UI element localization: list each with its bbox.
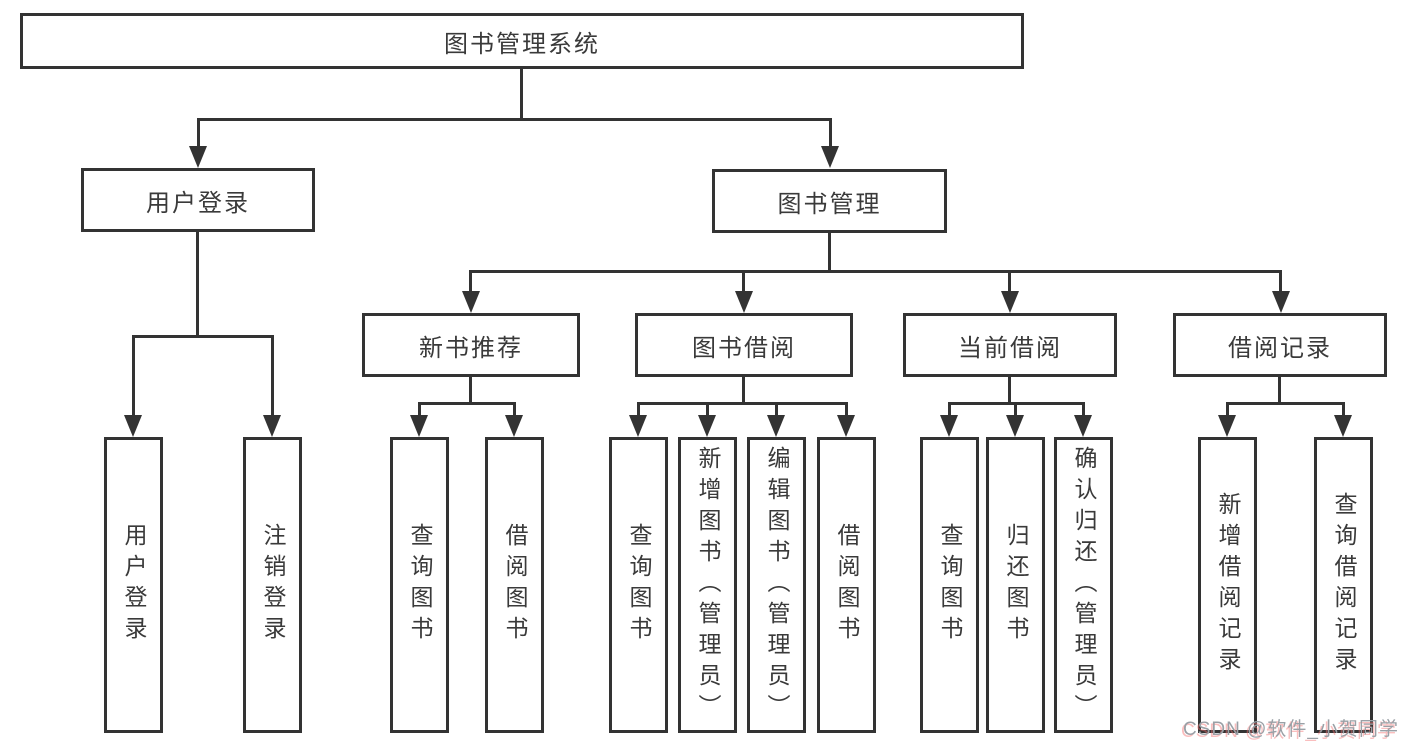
connector-stub	[1014, 405, 1017, 417]
arrow-down-icon	[837, 415, 855, 437]
arrow-down-icon	[735, 291, 753, 313]
node-book-borrowing: 图书借阅	[635, 313, 853, 377]
arrow-down-icon	[1006, 415, 1024, 437]
node-book-management-label: 图书管理	[777, 190, 882, 218]
connector-borrowing-drop	[742, 377, 745, 404]
node-borrowing-records: 借阅记录	[1173, 313, 1387, 377]
connector-stub	[948, 405, 951, 417]
arrow-down-icon	[410, 415, 428, 437]
node-root: 图书管理系统	[20, 13, 1024, 69]
arrow-down-icon	[1074, 415, 1092, 437]
connector-bookmgmt-drop	[828, 233, 831, 272]
node-user-login-label: 用户登录	[146, 189, 250, 217]
leaf-query-books-recommend: 查询图书	[390, 437, 449, 733]
arrow-down-icon	[821, 146, 839, 168]
node-book-management: 图书管理	[712, 169, 947, 233]
arrow-down-icon	[940, 415, 958, 437]
connector-stub	[775, 405, 778, 417]
leaf-query-books-borrowing: 查询图书	[609, 437, 668, 733]
connector-stub	[637, 405, 640, 417]
node-new-book-recommend-label: 新书推荐	[419, 334, 523, 362]
connector-borrowing-bar	[637, 402, 848, 405]
arrow-down-icon	[1272, 291, 1290, 313]
connector-stub	[513, 405, 516, 417]
connector-root-drop	[520, 69, 523, 120]
connector-stub	[132, 338, 135, 417]
connector-stub	[1226, 405, 1229, 417]
leaf-edit-book-admin: 编辑图书（管理员）	[747, 437, 806, 733]
leaf-confirm-return-admin-label: 确认归还（管理员）	[1071, 445, 1097, 725]
leaf-add-borrow-record: 新增借阅记录	[1198, 437, 1257, 733]
connector-stub	[742, 273, 745, 292]
arrow-down-icon	[124, 415, 142, 437]
connector-stub	[418, 405, 421, 417]
leaf-edit-book-admin-label: 编辑图书（管理员）	[764, 445, 790, 725]
leaf-user-login-label: 用户登录	[121, 523, 147, 647]
arrow-down-icon	[462, 291, 480, 313]
connector-stub	[1279, 273, 1282, 292]
node-current-borrowing-label: 当前借阅	[958, 334, 1062, 362]
watermark: CSDN @软件_小贺同学	[1183, 719, 1399, 740]
arrow-down-icon	[189, 146, 207, 168]
connector-stub	[845, 405, 848, 417]
arrow-down-icon	[767, 415, 785, 437]
connector-newrec-drop	[469, 377, 472, 404]
leaf-query-books-current-label: 查询图书	[937, 523, 963, 647]
connector-records-drop	[1278, 377, 1281, 404]
connector-stub	[197, 121, 200, 149]
connector-stub	[1082, 405, 1085, 417]
arrow-down-icon	[1334, 415, 1352, 437]
connector-bookmgmt-bar	[469, 270, 1282, 273]
connector-current-drop	[1008, 377, 1011, 404]
arrow-down-icon	[263, 415, 281, 437]
leaf-query-books-recommend-label: 查询图书	[407, 523, 433, 647]
connector-stub	[706, 405, 709, 417]
connector-stub	[1008, 273, 1011, 292]
connector-userlogin-drop	[196, 232, 199, 337]
arrow-down-icon	[1001, 291, 1019, 313]
leaf-add-book-admin: 新增图书（管理员）	[678, 437, 737, 733]
connector-stub	[271, 338, 274, 417]
connector-newrec-bar	[418, 402, 516, 405]
leaf-borrow-books-recommend: 借阅图书	[485, 437, 544, 733]
leaf-logout: 注销登录	[243, 437, 302, 733]
node-current-borrowing: 当前借阅	[903, 313, 1117, 377]
connector-stub	[829, 121, 832, 149]
connector-stub	[1342, 405, 1345, 417]
arrow-down-icon	[505, 415, 523, 437]
connector-root-bar	[197, 118, 832, 121]
leaf-return-books: 归还图书	[986, 437, 1045, 733]
leaf-add-book-admin-label: 新增图书（管理员）	[695, 445, 721, 725]
leaf-confirm-return-admin: 确认归还（管理员）	[1054, 437, 1113, 733]
leaf-query-books-borrowing-label: 查询图书	[626, 523, 652, 647]
leaf-query-borrow-record-label: 查询借阅记录	[1331, 492, 1357, 678]
connector-records-bar	[1226, 402, 1345, 405]
leaf-borrow-books: 借阅图书	[817, 437, 876, 733]
node-borrowing-records-label: 借阅记录	[1228, 334, 1332, 362]
node-root-label: 图书管理系统	[444, 30, 600, 58]
connector-stub	[469, 273, 472, 292]
node-new-book-recommend: 新书推荐	[362, 313, 580, 377]
leaf-query-borrow-record: 查询借阅记录	[1314, 437, 1373, 733]
leaf-borrow-books-recommend-label: 借阅图书	[502, 523, 528, 647]
leaf-add-borrow-record-label: 新增借阅记录	[1215, 492, 1241, 678]
node-user-login: 用户登录	[81, 168, 315, 232]
connector-current-bar	[948, 402, 1085, 405]
leaf-query-books-current: 查询图书	[920, 437, 979, 733]
node-book-borrowing-label: 图书借阅	[692, 334, 796, 362]
leaf-logout-label: 注销登录	[260, 523, 286, 647]
arrow-down-icon	[629, 415, 647, 437]
leaf-borrow-books-label: 借阅图书	[834, 523, 860, 647]
arrow-down-icon	[698, 415, 716, 437]
arrow-down-icon	[1218, 415, 1236, 437]
leaf-return-books-label: 归还图书	[1003, 523, 1029, 647]
connector-userlogin-bar	[132, 335, 274, 338]
leaf-user-login: 用户登录	[104, 437, 163, 733]
